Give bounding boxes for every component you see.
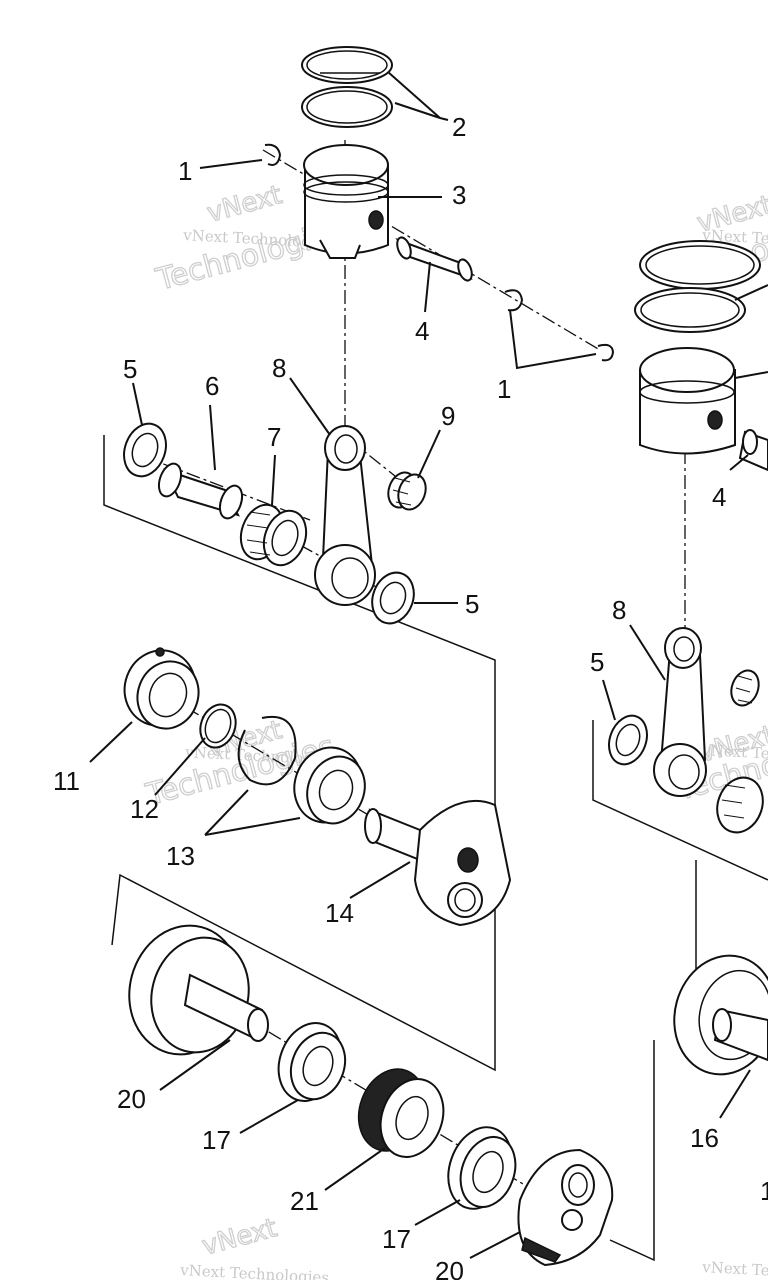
circlip-left-a bbox=[264, 143, 282, 166]
label-14: 14 bbox=[325, 898, 354, 928]
piston-ring-lower bbox=[301, 86, 393, 128]
label-6: 6 bbox=[205, 371, 219, 401]
small-end-bearing-9 bbox=[387, 471, 427, 511]
snap-ring-13 bbox=[237, 715, 297, 786]
label-1-right-edge: 1 bbox=[760, 1176, 768, 1206]
wrist-pin-right bbox=[738, 429, 768, 472]
label-1: 1 bbox=[178, 156, 192, 186]
label-9: 9 bbox=[441, 401, 455, 431]
label-20-second: 20 bbox=[435, 1256, 464, 1280]
flywheel-20a bbox=[128, 924, 269, 1056]
piston-ring-right-lower bbox=[634, 287, 746, 333]
label-5-second: 5 bbox=[465, 589, 479, 619]
crank-half-20b bbox=[517, 1148, 614, 1267]
watermark-big-top: vNext bbox=[204, 180, 285, 229]
label-4: 4 bbox=[415, 316, 429, 346]
crank-half-14 bbox=[364, 799, 512, 927]
small-end-bearing-right bbox=[730, 669, 760, 707]
label-17-second: 17 bbox=[382, 1224, 411, 1254]
label-7: 7 bbox=[267, 422, 281, 452]
crank-half-16 bbox=[673, 954, 768, 1076]
label-13: 13 bbox=[166, 841, 195, 871]
leader-lines bbox=[89, 71, 768, 1259]
main-bearing-11 bbox=[123, 647, 200, 730]
needle-bearing-right bbox=[716, 776, 764, 834]
piston-ring-right-upper bbox=[639, 240, 761, 290]
bearing-17b bbox=[447, 1126, 517, 1210]
label-5-right: 5 bbox=[590, 647, 604, 677]
label-17: 17 bbox=[202, 1125, 231, 1155]
piston-ring-upper bbox=[301, 46, 393, 84]
label-8-right: 8 bbox=[612, 595, 626, 625]
label-11: 11 bbox=[53, 766, 80, 796]
circlip-right bbox=[597, 343, 615, 362]
label-3: 3 bbox=[452, 180, 466, 210]
crank-pin-6 bbox=[157, 462, 244, 520]
piston-right bbox=[639, 347, 736, 455]
label-4-right: 4 bbox=[712, 482, 726, 512]
label-16: 16 bbox=[690, 1123, 719, 1153]
connecting-rod-right bbox=[653, 627, 707, 797]
thrust-washer-5a bbox=[123, 422, 167, 478]
ring-12 bbox=[199, 703, 237, 749]
connecting-rod-8 bbox=[314, 425, 376, 606]
wrist-pin-left bbox=[395, 236, 473, 282]
watermark-small-bottom: vNext Technologies bbox=[179, 1261, 330, 1280]
needle-bearing-7 bbox=[239, 503, 308, 567]
label-5: 5 bbox=[123, 354, 137, 384]
label-1-second: 1 bbox=[497, 374, 511, 404]
label-12: 12 bbox=[130, 794, 159, 824]
label-21: 21 bbox=[290, 1186, 319, 1216]
label-20: 20 bbox=[117, 1084, 146, 1114]
label-8: 8 bbox=[272, 353, 286, 383]
label-2: 2 bbox=[452, 112, 466, 142]
bearing-17a bbox=[277, 1022, 347, 1102]
seal-21 bbox=[357, 1068, 445, 1158]
circlip-left-b bbox=[504, 289, 524, 312]
thrust-washer-5b bbox=[371, 571, 415, 625]
part-labels: 1 2 3 4 1 5 6 7 8 9 5 4 8 5 11 12 13 14 … bbox=[53, 112, 768, 1280]
piston-left bbox=[303, 144, 389, 259]
watermark-big-bottom: vNext bbox=[199, 1213, 280, 1262]
thrust-washer-right bbox=[608, 714, 648, 766]
bearing-13 bbox=[293, 746, 366, 825]
watermark-small-bottom-right: vNext Technologies bbox=[701, 1258, 768, 1280]
